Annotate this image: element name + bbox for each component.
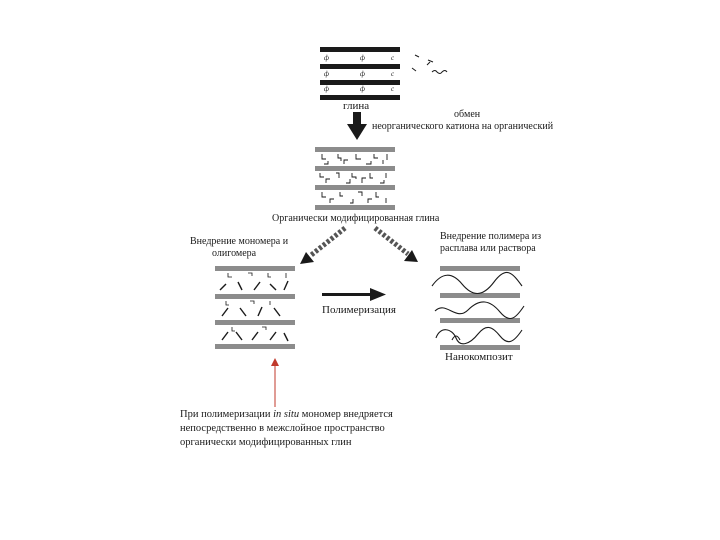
note-text-part2: мономер внедряется непосредственно в меж… xyxy=(180,409,393,448)
svg-text:ф: ф xyxy=(360,70,365,78)
label-organo-clay: Органически модифицированная глина xyxy=(272,213,440,224)
in-situ-note: При полимеризации in situ мономер внедря… xyxy=(180,408,410,450)
label-insert-monomer-line2: олигомера xyxy=(212,248,257,259)
arrow-to-polymer-route xyxy=(373,226,418,262)
svg-text:ф: ф xyxy=(360,85,365,93)
note-text-part1: При полимеризации xyxy=(180,409,274,420)
label-insert-polymer-line2: расплава или раствора xyxy=(440,243,536,254)
label-insert-polymer-line1: Внедрение полимера из xyxy=(440,231,542,242)
svg-text:с: с xyxy=(391,85,395,93)
note-text-insitu: in situ xyxy=(273,409,300,420)
label-exchange-line1: обмен xyxy=(454,109,481,120)
svg-text:ф: ф xyxy=(324,85,329,93)
svg-text:ф: ф xyxy=(360,54,365,62)
surfactant-molecule-icons xyxy=(411,54,448,74)
nanocomposite-layers xyxy=(431,266,525,350)
label-exchange-line2: неорганического катиона на органический xyxy=(372,121,554,132)
organo-clay-layers xyxy=(315,147,395,210)
svg-text:ф: ф xyxy=(324,70,329,78)
monomer-inserted-layers xyxy=(215,266,295,349)
label-clay: глина xyxy=(343,100,370,112)
label-nanocomposite: Нанокомпозит xyxy=(445,351,513,363)
svg-text:ф: ф xyxy=(324,54,329,62)
label-polymerization: Полимеризация xyxy=(322,304,396,316)
polymerization-arrow-icon xyxy=(322,288,386,301)
svg-text:с: с xyxy=(391,70,395,78)
arrow-to-monomer-route xyxy=(300,226,347,264)
label-insert-monomer-line1: Внедрение мономера и xyxy=(190,236,289,247)
svg-text:с: с xyxy=(391,54,395,62)
down-arrow-icon xyxy=(347,112,367,140)
